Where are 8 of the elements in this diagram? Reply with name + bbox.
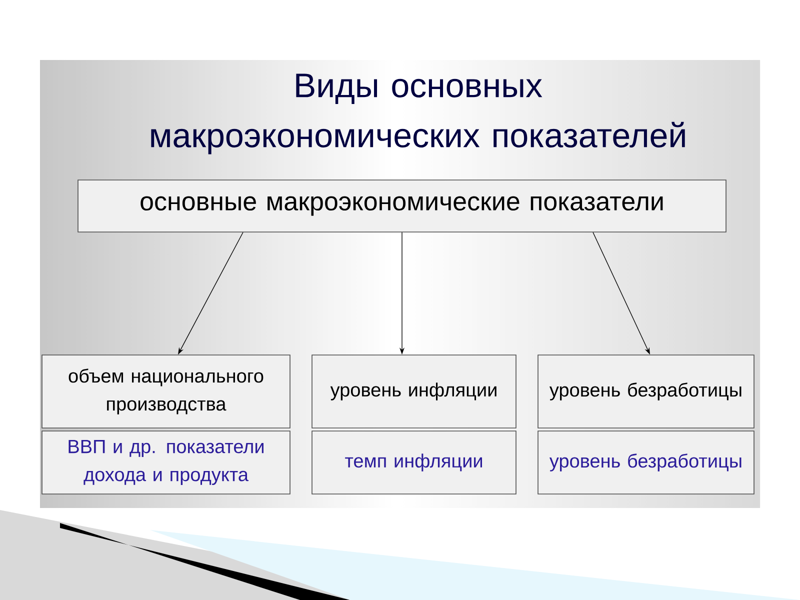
title: Виды основных макроэкономических показателей	[151, 74, 685, 154]
indicator-box: уровень безработицы	[538, 430, 754, 494]
indicator-box: ВВП и др. показатели дохода и продукта	[42, 430, 290, 494]
category-box: уровень инфляции	[312, 354, 516, 428]
category-box: объем национального производства	[42, 354, 290, 428]
heading-box: основные макроэкономические показатели	[78, 180, 726, 232]
indicator-box: темп инфляции	[312, 430, 516, 494]
category-box: уровень безработицы	[538, 354, 754, 428]
